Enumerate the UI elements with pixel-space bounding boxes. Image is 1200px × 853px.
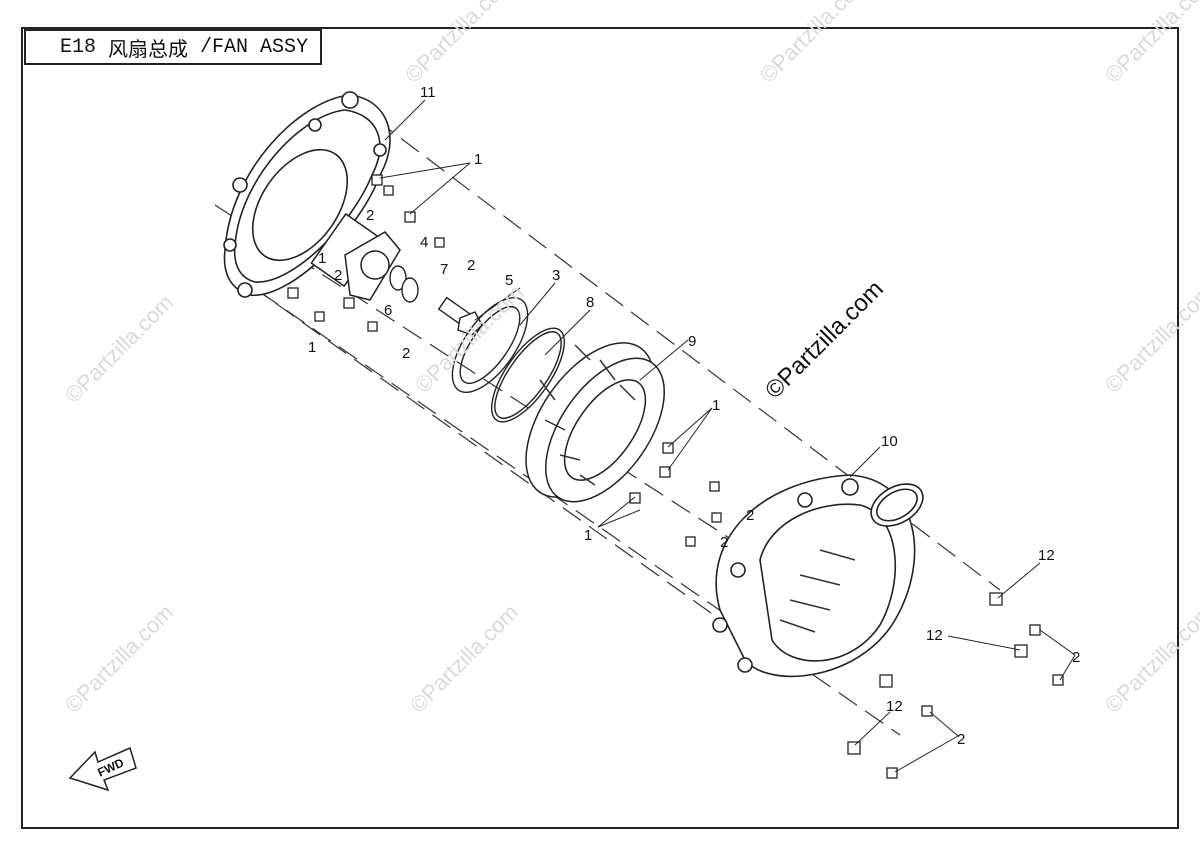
- callout-1: 1: [712, 397, 720, 414]
- callout-12: 12: [886, 698, 903, 715]
- diagram-border: [21, 27, 1179, 829]
- callout-11: 11: [420, 84, 436, 101]
- callout-2: 2: [1072, 649, 1080, 666]
- callout-2: 2: [334, 267, 342, 284]
- callout-12: 12: [926, 627, 943, 644]
- callout-2: 2: [402, 345, 410, 362]
- washers: [389, 265, 483, 336]
- part-10-fan-shroud: [712, 474, 924, 678]
- part-9-fan: [525, 342, 666, 503]
- callout-2: 2: [746, 507, 754, 524]
- title-code: E18: [60, 35, 97, 59]
- callout-4: 4: [420, 234, 428, 251]
- callout-10: 10: [881, 433, 898, 450]
- callout-1: 1: [584, 527, 592, 544]
- callout-2: 2: [366, 207, 374, 224]
- callout-1: 1: [474, 151, 482, 168]
- callout-labels: 11 1 2 4 2 1 2 7 6 5 3 8 1 2 9 1 2 1 2 1…: [308, 84, 1080, 748]
- callout-9: 9: [688, 333, 696, 350]
- fwd-arrow-icon: FWD: [68, 746, 137, 792]
- callout-5: 5: [505, 272, 513, 289]
- callout-8: 8: [586, 294, 594, 311]
- part-3-gasket: [451, 297, 529, 393]
- callout-7: 7: [440, 261, 448, 278]
- title-cn: 风扇总成: [108, 36, 189, 61]
- callout-1: 1: [308, 339, 316, 356]
- callout-2: 2: [957, 731, 965, 748]
- callout-1: 1: [318, 250, 326, 267]
- bolts: [287, 174, 1064, 779]
- callout-12: 12: [1038, 547, 1055, 564]
- callout-3: 3: [552, 267, 560, 284]
- callout-2: 2: [467, 257, 475, 274]
- page-title: E18 风扇总成 /FAN ASSY: [24, 29, 322, 65]
- callout-2: 2: [720, 534, 728, 551]
- leader-lines: [379, 99, 1076, 773]
- part-11-cover-plate: [223, 91, 391, 298]
- title-en: /FAN ASSY: [200, 35, 309, 59]
- part-6-seal-housing: [310, 212, 401, 301]
- callout-6: 6: [384, 302, 392, 319]
